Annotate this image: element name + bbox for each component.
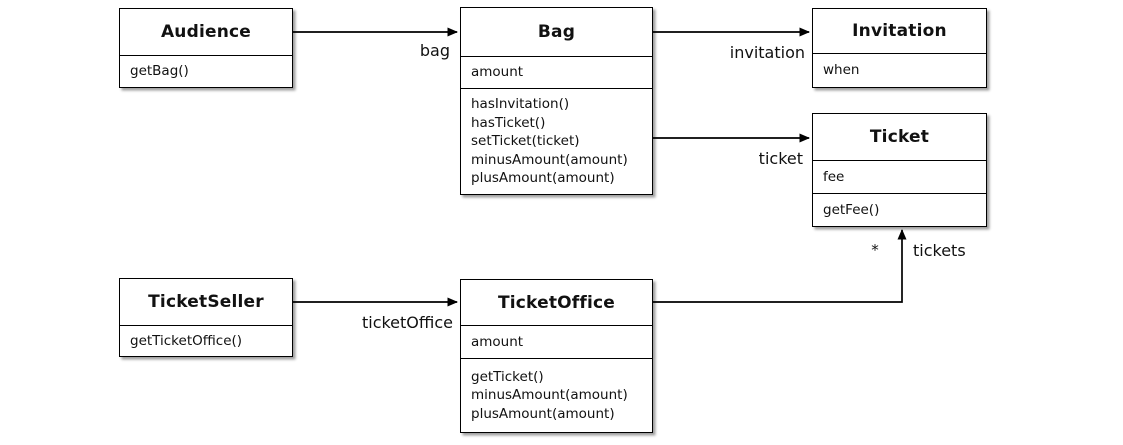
class-bag-attributes: amount xyxy=(461,56,652,88)
class-invitation: Invitation when xyxy=(812,8,987,88)
attribute: amount xyxy=(471,64,524,81)
method: plusAmount(amount) xyxy=(471,170,615,187)
class-ticketoffice-attributes: amount xyxy=(461,325,652,358)
class-ticket: Ticket fee getFee() xyxy=(812,113,987,227)
class-audience: Audience getBag() xyxy=(119,8,293,88)
class-ticketoffice-methods: getTicket() minusAmount(amount) plusAmou… xyxy=(461,358,652,432)
association-label-invitation: invitation xyxy=(729,43,805,62)
association-label-bag: bag xyxy=(419,41,450,60)
multiplicity-star: * xyxy=(871,241,879,259)
method: plusAmount(amount) xyxy=(471,405,615,422)
method: hasInvitation() xyxy=(471,96,570,113)
class-bag-methods: hasInvitation() hasTicket() setTicket(ti… xyxy=(461,88,652,194)
method: minusAmount(amount) xyxy=(471,387,628,404)
method: getBag() xyxy=(130,63,189,80)
class-audience-methods: getBag() xyxy=(120,55,292,87)
class-ticketseller: TicketSeller getTicketOffice() xyxy=(119,278,293,357)
attribute: fee xyxy=(823,168,845,185)
method: getTicket() xyxy=(471,368,544,385)
method: getTicketOffice() xyxy=(130,332,243,349)
class-invitation-title: Invitation xyxy=(852,21,947,41)
class-ticket-title: Ticket xyxy=(869,127,930,147)
class-ticketseller-methods: getTicketOffice() xyxy=(120,325,292,356)
method: minusAmount(amount) xyxy=(471,151,628,168)
class-ticket-attributes: fee xyxy=(813,160,986,193)
class-ticket-methods: getFee() xyxy=(813,193,986,226)
method: setTicket(ticket) xyxy=(471,133,580,150)
method: getFee() xyxy=(823,201,880,218)
association-label-tickets: tickets xyxy=(913,241,966,260)
class-bag: Bag amount hasInvitation() hasTicket() s… xyxy=(460,7,653,195)
class-ticketoffice-title: TicketOffice xyxy=(497,292,616,313)
association-label-ticket: ticket xyxy=(758,149,803,168)
class-ticketseller-title: TicketSeller xyxy=(148,292,264,312)
class-ticketoffice: TicketOffice amount getTicket() minusAmo… xyxy=(460,279,653,433)
class-audience-title: Audience xyxy=(160,22,252,42)
association-label-ticketoffice: ticketOffice xyxy=(361,313,453,332)
attribute: amount xyxy=(471,333,524,350)
method: hasTicket() xyxy=(471,114,546,131)
class-invitation-attributes: when xyxy=(813,53,986,87)
class-bag-title: Bag xyxy=(537,22,576,42)
attribute: when xyxy=(823,62,860,79)
